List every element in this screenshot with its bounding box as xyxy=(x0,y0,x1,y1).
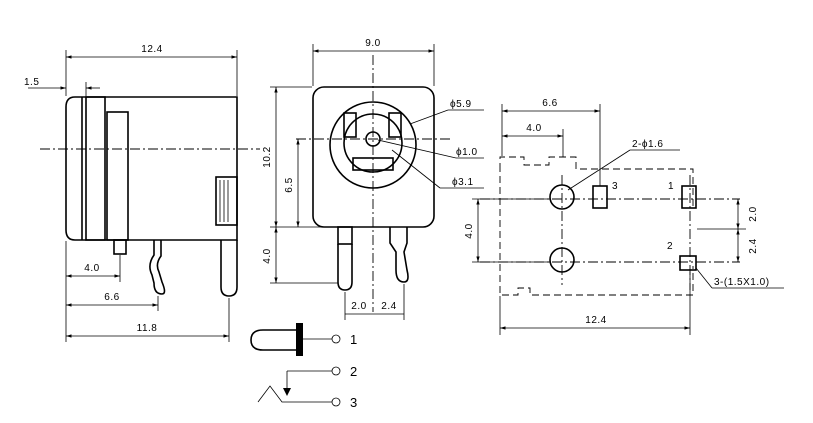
front-view: 9.0 10.2 6.5 4.0 2.0 2.4 ϕ5.9 ϕ1.0 ϕ3.1 xyxy=(262,38,484,320)
schematic-plug-sleeve xyxy=(250,329,296,351)
dim-front-phi-outer: ϕ5.9 xyxy=(450,99,472,110)
front-view-contact-left xyxy=(343,112,357,138)
dim-side-left-offset: 1.5 xyxy=(24,77,39,88)
front-view-pin-right xyxy=(389,227,409,283)
side-view-latch xyxy=(215,176,238,226)
pcb-footprint-outline xyxy=(499,156,694,296)
front-view-pin-left-base xyxy=(337,226,353,245)
pcb-pad-label-1: 1 xyxy=(668,181,674,192)
dim-front-height: 10.2 xyxy=(262,146,273,167)
dim-front-width: 9.0 xyxy=(365,38,380,49)
side-view-pin-3 xyxy=(220,240,238,297)
front-view-contact-right xyxy=(388,112,402,138)
schematic-symbol: 1 2 3 xyxy=(250,323,357,410)
dim-pcb-6-6: 6.6 xyxy=(542,98,557,109)
dim-front-phi-mid: ϕ3.1 xyxy=(452,177,474,188)
dim-pcb-holes: 2-ϕ1.6 xyxy=(632,139,663,150)
front-view-body xyxy=(312,86,435,228)
dim-front-pin-gap-right: 2.4 xyxy=(381,301,396,312)
dim-pcb-slots: 3-(1.5X1.0) xyxy=(714,277,770,288)
front-view-pin-left xyxy=(337,244,353,291)
dim-pcb-4-0-vertical: 4.0 xyxy=(464,223,475,238)
pcb-pad-2 xyxy=(679,255,697,271)
side-view-body xyxy=(65,96,238,241)
pcb-pad-label-3: 3 xyxy=(612,181,618,192)
pcb-layout-view: 3 1 2 6.6 4.0 2-ϕ1.6 4.0 2.0 2.4 3-(1.5X… xyxy=(464,98,784,335)
side-view: 12.4 1.5 4.0 6.6 11.8 xyxy=(24,44,260,342)
schematic-terminal-1 xyxy=(331,334,341,344)
dim-front-phi-pin: ϕ1.0 xyxy=(456,147,478,158)
pcb-hole-top xyxy=(549,184,575,210)
schematic-terminal-3 xyxy=(331,397,341,407)
pcb-pad-3 xyxy=(592,185,608,209)
dim-side-6-6: 6.6 xyxy=(104,292,119,303)
dim-side-top-width: 12.4 xyxy=(141,44,162,55)
side-view-flange xyxy=(85,96,106,241)
dim-front-center-height: 6.5 xyxy=(284,177,295,192)
schematic-terminal-2 xyxy=(331,366,341,376)
schematic-pin-3: 3 xyxy=(350,395,357,410)
dim-pcb-4-0: 4.0 xyxy=(526,123,541,134)
side-view-pin-2 xyxy=(149,240,166,295)
schematic-pin-2: 2 xyxy=(350,364,357,379)
side-view-sleeve xyxy=(106,111,129,241)
pcb-pad-label-2: 2 xyxy=(667,241,673,252)
pcb-pad-1 xyxy=(681,185,697,209)
side-view-pin-1 xyxy=(113,239,127,255)
dim-pcb-12-4: 12.4 xyxy=(585,315,606,326)
dim-pcb-2-4: 2.4 xyxy=(748,238,759,253)
dim-front-pin-gap-left: 2.0 xyxy=(351,301,366,312)
schematic-pin-1: 1 xyxy=(350,332,357,347)
dim-pcb-2-0: 2.0 xyxy=(748,206,759,221)
dim-side-11-8: 11.8 xyxy=(137,323,158,334)
dim-front-pin-height: 4.0 xyxy=(262,248,273,263)
dim-side-4-0: 4.0 xyxy=(84,263,99,274)
schematic-plug-tip xyxy=(296,323,303,356)
pcb-hole-bottom xyxy=(549,247,575,273)
